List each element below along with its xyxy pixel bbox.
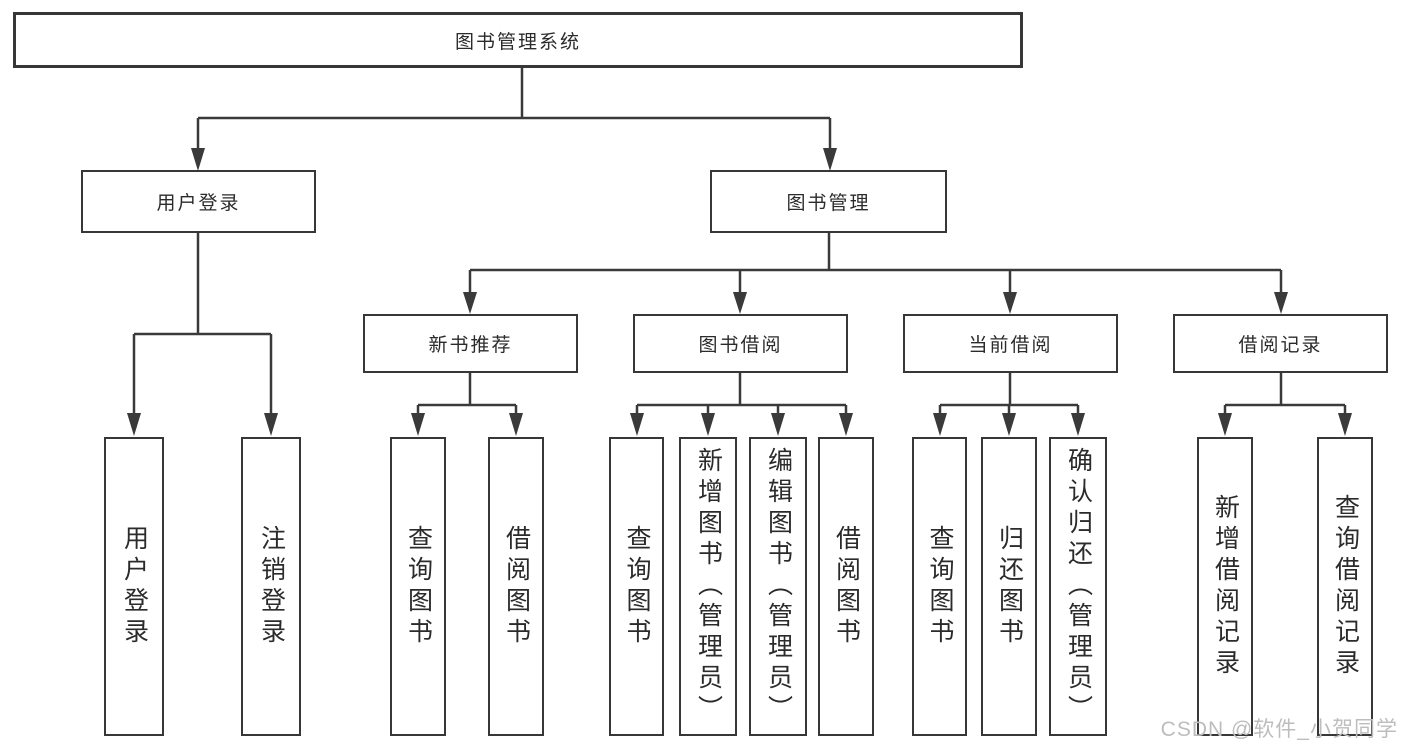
node-new-book-rec-label: 新书推荐 <box>428 335 513 356</box>
leaf-query-record: 查询借阅记录 <box>1317 437 1373 736</box>
leaf-query-book-1-label: 查询图书 <box>404 524 433 649</box>
node-new-book-rec: 新书推荐 <box>363 314 578 373</box>
node-root-label: 图书管理系统 <box>454 31 581 53</box>
node-book-borrow: 图书借阅 <box>633 314 848 373</box>
leaf-confirm-return-label: 确认归还（管理员） <box>1064 447 1093 726</box>
node-borrow-records: 借阅记录 <box>1173 314 1388 373</box>
leaf-query-book-2: 查询图书 <box>609 437 664 736</box>
leaf-logout-label: 注销登录 <box>257 524 286 649</box>
node-book-mgmt: 图书管理 <box>710 170 947 233</box>
node-book-mgmt-label: 图书管理 <box>786 193 871 214</box>
leaf-borrow-book-1: 借阅图书 <box>488 437 544 736</box>
leaf-confirm-return: 确认归还（管理员） <box>1049 437 1107 736</box>
leaf-borrow-book-2: 借阅图书 <box>818 437 874 736</box>
node-book-borrow-label: 图书借阅 <box>698 335 783 356</box>
node-borrow-records-label: 借阅记录 <box>1238 335 1323 356</box>
leaf-add-record-label: 新增借阅记录 <box>1211 493 1240 680</box>
node-current-borrow-label: 当前借阅 <box>968 335 1053 356</box>
leaf-query-book-2-label: 查询图书 <box>623 524 651 649</box>
leaf-query-book-3: 查询图书 <box>912 437 967 736</box>
leaf-edit-book: 编辑图书（管理员） <box>749 437 807 736</box>
node-current-borrow: 当前借阅 <box>903 314 1118 373</box>
leaf-add-record: 新增借阅记录 <box>1197 437 1253 736</box>
arrowheads <box>127 148 1352 436</box>
leaf-user-login-label: 用户登录 <box>120 524 149 649</box>
leaf-query-record-label: 查询借阅记录 <box>1331 493 1360 680</box>
leaf-query-book-1: 查询图书 <box>390 437 446 736</box>
watermark: CSDN @软件_小贺同学 <box>1160 718 1398 741</box>
leaf-borrow-book-2-label: 借阅图书 <box>832 524 861 649</box>
leaf-add-book-label: 新增图书（管理员） <box>694 447 723 726</box>
node-user-login: 用户登录 <box>81 170 316 233</box>
leaf-edit-book-label: 编辑图书（管理员） <box>764 447 793 726</box>
leaf-return-book-label: 归还图书 <box>995 524 1024 649</box>
leaf-return-book: 归还图书 <box>981 437 1037 736</box>
leaf-user-login: 用户登录 <box>104 437 164 736</box>
leaf-query-book-3-label: 查询图书 <box>926 524 954 649</box>
node-user-login-label: 用户登录 <box>156 193 241 214</box>
leaf-logout: 注销登录 <box>241 437 301 736</box>
leaf-borrow-book-1-label: 借阅图书 <box>502 524 531 649</box>
node-root: 图书管理系统 <box>13 12 1023 68</box>
leaf-add-book: 新增图书（管理员） <box>679 437 737 736</box>
